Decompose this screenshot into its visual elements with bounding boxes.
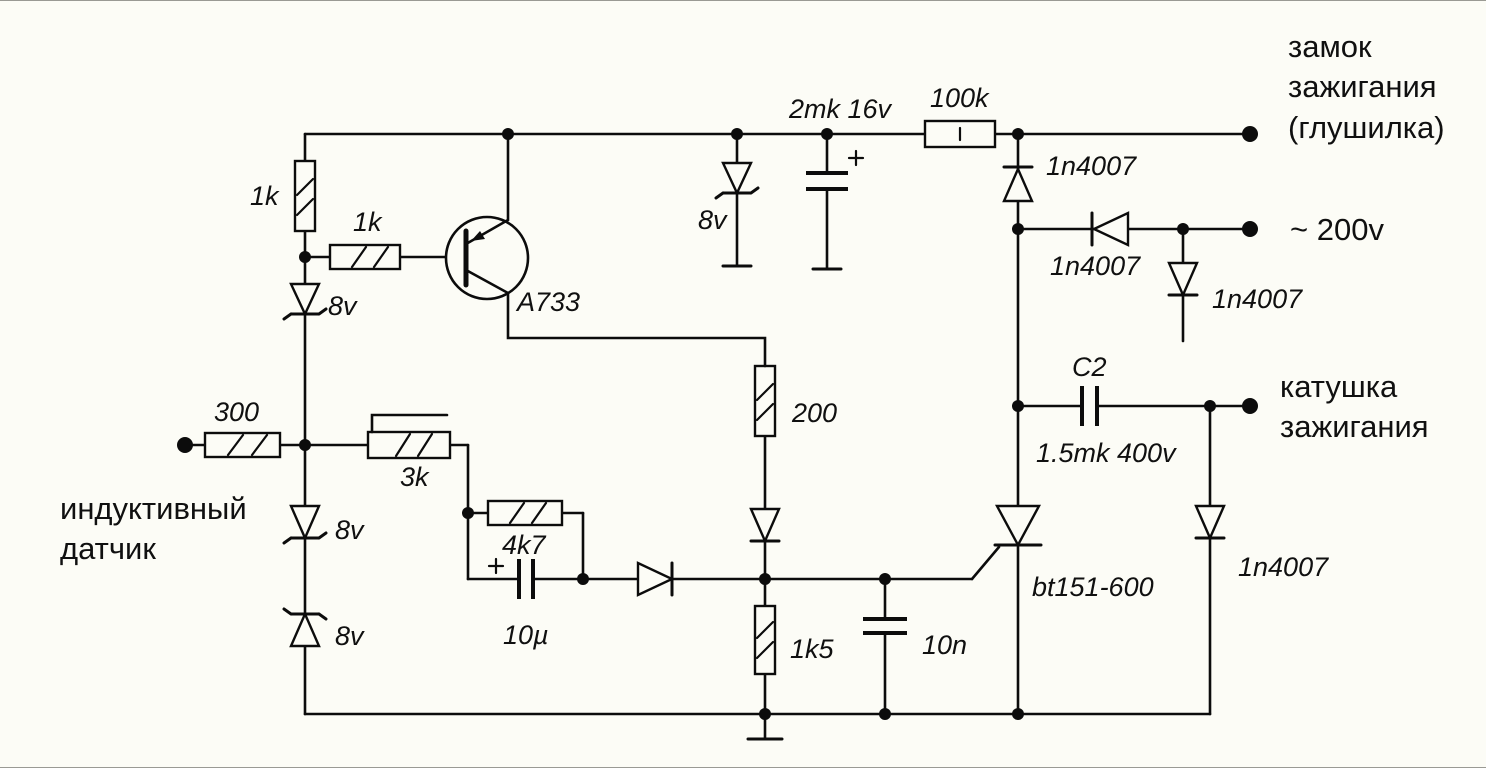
cap-filter-label: 2mk 16v (789, 94, 892, 124)
resistor-1k-base-label: 1k (353, 207, 382, 237)
resistor-1k5 (753, 604, 777, 676)
ignition-lock-terminal-label: замок зажигания (глушилка) (1288, 29, 1445, 145)
thyristor-bt151 (993, 504, 1043, 548)
resistor-100k (923, 119, 997, 149)
plus-sign (847, 149, 865, 167)
zener-sensor-lower-8v (282, 607, 328, 648)
resistor-1k-base (328, 243, 402, 271)
ignition-coil-terminal-label: катушка зажигания (1280, 369, 1429, 445)
resistor-1k-vertical-label: 1k (250, 181, 279, 211)
diode-rail-label: 1n4007 (1046, 151, 1137, 181)
capacitor-filter-2mk (806, 149, 865, 271)
resistor-1k-vertical (293, 159, 317, 233)
diode-coupling (636, 561, 675, 597)
resistor-300 (203, 431, 282, 459)
emitter-arrow (471, 231, 485, 241)
diode-coil-1n4007 (1194, 504, 1226, 541)
diode-rail-1n4007 (1002, 165, 1034, 203)
resistor-4k7-label: 4k7 (502, 530, 546, 560)
resistor-200-label: 200 (792, 398, 838, 428)
potentiometer-wiper (370, 413, 449, 434)
diode-mid (749, 507, 781, 544)
cap-10u-label: 10µ (503, 620, 549, 650)
zener-rail-8v (714, 161, 760, 268)
cap-c2-value-label: 1.5mk 400v (1036, 438, 1176, 468)
terminal-ac-200v (1242, 221, 1258, 237)
resistor-1k5-label: 1k5 (790, 634, 834, 664)
transistor-a733 (444, 132, 767, 368)
resistor-300-label: 300 (214, 397, 260, 427)
inductive-sensor-terminal-label: индуктивный датчик (60, 491, 247, 567)
resistor-100k-label: 100k (930, 83, 989, 113)
ac-200v-terminal-label: ~ 200v (1290, 212, 1384, 247)
potentiometer-3k (366, 413, 452, 460)
diode-ac-stub-label: 1n4007 (1212, 284, 1303, 314)
terminal-inductive-sensor (177, 437, 193, 453)
cap-10n-label: 10n (922, 630, 968, 660)
terminal-ignition-coil (1242, 398, 1258, 414)
zener-top-left-label: 8v (328, 291, 357, 321)
thyristor-label: bt151-600 (1032, 572, 1154, 602)
plus-sign (487, 557, 505, 575)
capacitor-c2 (1080, 386, 1099, 426)
zener-top-left-8v (282, 282, 328, 321)
capacitor-10n (863, 617, 907, 635)
zener-rail-label: 8v (698, 205, 727, 235)
wire-gate (970, 545, 1001, 581)
diode-coil-label: 1n4007 (1238, 552, 1329, 582)
terminal-ignition-lock (1242, 126, 1258, 142)
terminal-dots (177, 126, 1258, 453)
resistor-4k7 (486, 499, 564, 527)
cap-c2-name-label: C2 (1072, 352, 1107, 382)
resistor-200 (753, 364, 777, 438)
diode-ac-line-label: 1n4007 (1050, 251, 1141, 281)
zener-sensor-upper-8v (282, 504, 328, 545)
transistor-label: A733 (517, 287, 581, 317)
transistor-collector-lead (464, 268, 767, 368)
potentiometer-3k-label: 3k (400, 462, 429, 492)
zener-sensor-lower-label: 8v (335, 621, 364, 651)
zener-sensor-upper-label: 8v (335, 515, 364, 545)
capacitor-10u (487, 557, 535, 599)
diode-ac-line-1n4007 (1090, 211, 1130, 247)
junction-dots (299, 128, 1216, 720)
diode-ac-stub-1n4007 (1167, 261, 1199, 298)
